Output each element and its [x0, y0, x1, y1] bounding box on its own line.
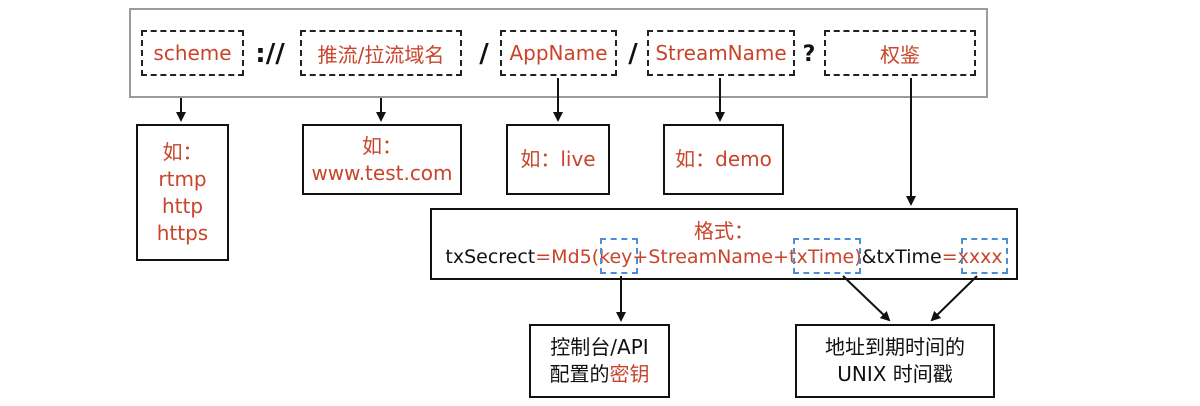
streamname-example-box: 如：demo	[663, 124, 784, 195]
format-md5-close: )	[854, 246, 862, 268]
format-txsecrect: txSecrect	[445, 246, 536, 268]
secret-key-line1: 控制台/API	[550, 335, 649, 359]
scheme-example-prefix: 如：	[162, 139, 203, 164]
format-xxxx: xxxx	[957, 246, 1003, 268]
appname-field: AppName	[500, 30, 617, 76]
domain-example-box: 如： www.test.com	[302, 124, 462, 195]
auth-format-box: 格式： txSecrect=Md5(key+StreamName+txTime)…	[430, 208, 1018, 280]
expiry-time-line1: 地址到期时间的	[825, 335, 965, 359]
scheme-label: scheme	[153, 41, 232, 65]
arrow-txtime-to-expiry	[842, 275, 891, 322]
format-expression: txSecrect=Md5(key+StreamName+txTime)&txT…	[445, 244, 1002, 270]
scheme-example-rtmp: rtmp	[158, 166, 207, 191]
format-title: 格式：	[694, 219, 754, 243]
question-separator: ?	[802, 41, 816, 67]
expiry-time-line2: UNIX 时间戳	[837, 362, 953, 386]
slash-separator-2: /	[628, 39, 638, 69]
colon-slash-separator: ://	[255, 39, 285, 69]
secret-key-line2: 配置的密钥	[550, 361, 650, 388]
format-key: key	[599, 246, 633, 268]
arrow-xxxx-to-expiry	[930, 275, 978, 322]
scheme-example-box: 如： rtmp http https	[136, 124, 229, 261]
scheme-example-https: https	[156, 220, 209, 245]
domain-example-prefix: 如：	[362, 133, 402, 158]
xxxx-highlight	[961, 238, 1008, 274]
auth-label: 权鉴	[880, 42, 920, 67]
streamname-field: StreamName	[647, 30, 795, 76]
format-txtime-key: &txTime	[861, 246, 942, 268]
appname-example-text: 如：live	[520, 147, 596, 171]
streamname-example-text: 如：demo	[675, 147, 772, 171]
format-streamname: +StreamName+	[632, 246, 790, 268]
domain-example-value: www.test.com	[311, 160, 453, 185]
scheme-example-http: http	[161, 193, 204, 218]
secret-key-box: 控制台/API 配置的密钥	[529, 324, 670, 398]
appname-label: AppName	[509, 41, 608, 65]
format-txtime-param: txTime	[789, 246, 855, 268]
key-highlight	[600, 238, 638, 274]
scheme-field: scheme	[141, 30, 244, 76]
domain-field: 推流/拉流域名	[300, 30, 462, 76]
domain-label: 推流/拉流域名	[317, 42, 445, 67]
appname-example-box: 如：live	[506, 124, 610, 195]
format-md5-open: =Md5(	[535, 246, 600, 268]
streamname-label: StreamName	[655, 41, 787, 65]
secret-key-configured: 配置的	[549, 362, 610, 386]
secret-key-word: 密钥	[609, 362, 650, 386]
auth-field: 权鉴	[824, 30, 976, 76]
slash-separator-1: /	[479, 39, 489, 69]
expiry-time-box: 地址到期时间的 UNIX 时间戳	[795, 324, 995, 398]
txtime-highlight	[793, 238, 861, 274]
format-equals: =	[941, 246, 958, 268]
